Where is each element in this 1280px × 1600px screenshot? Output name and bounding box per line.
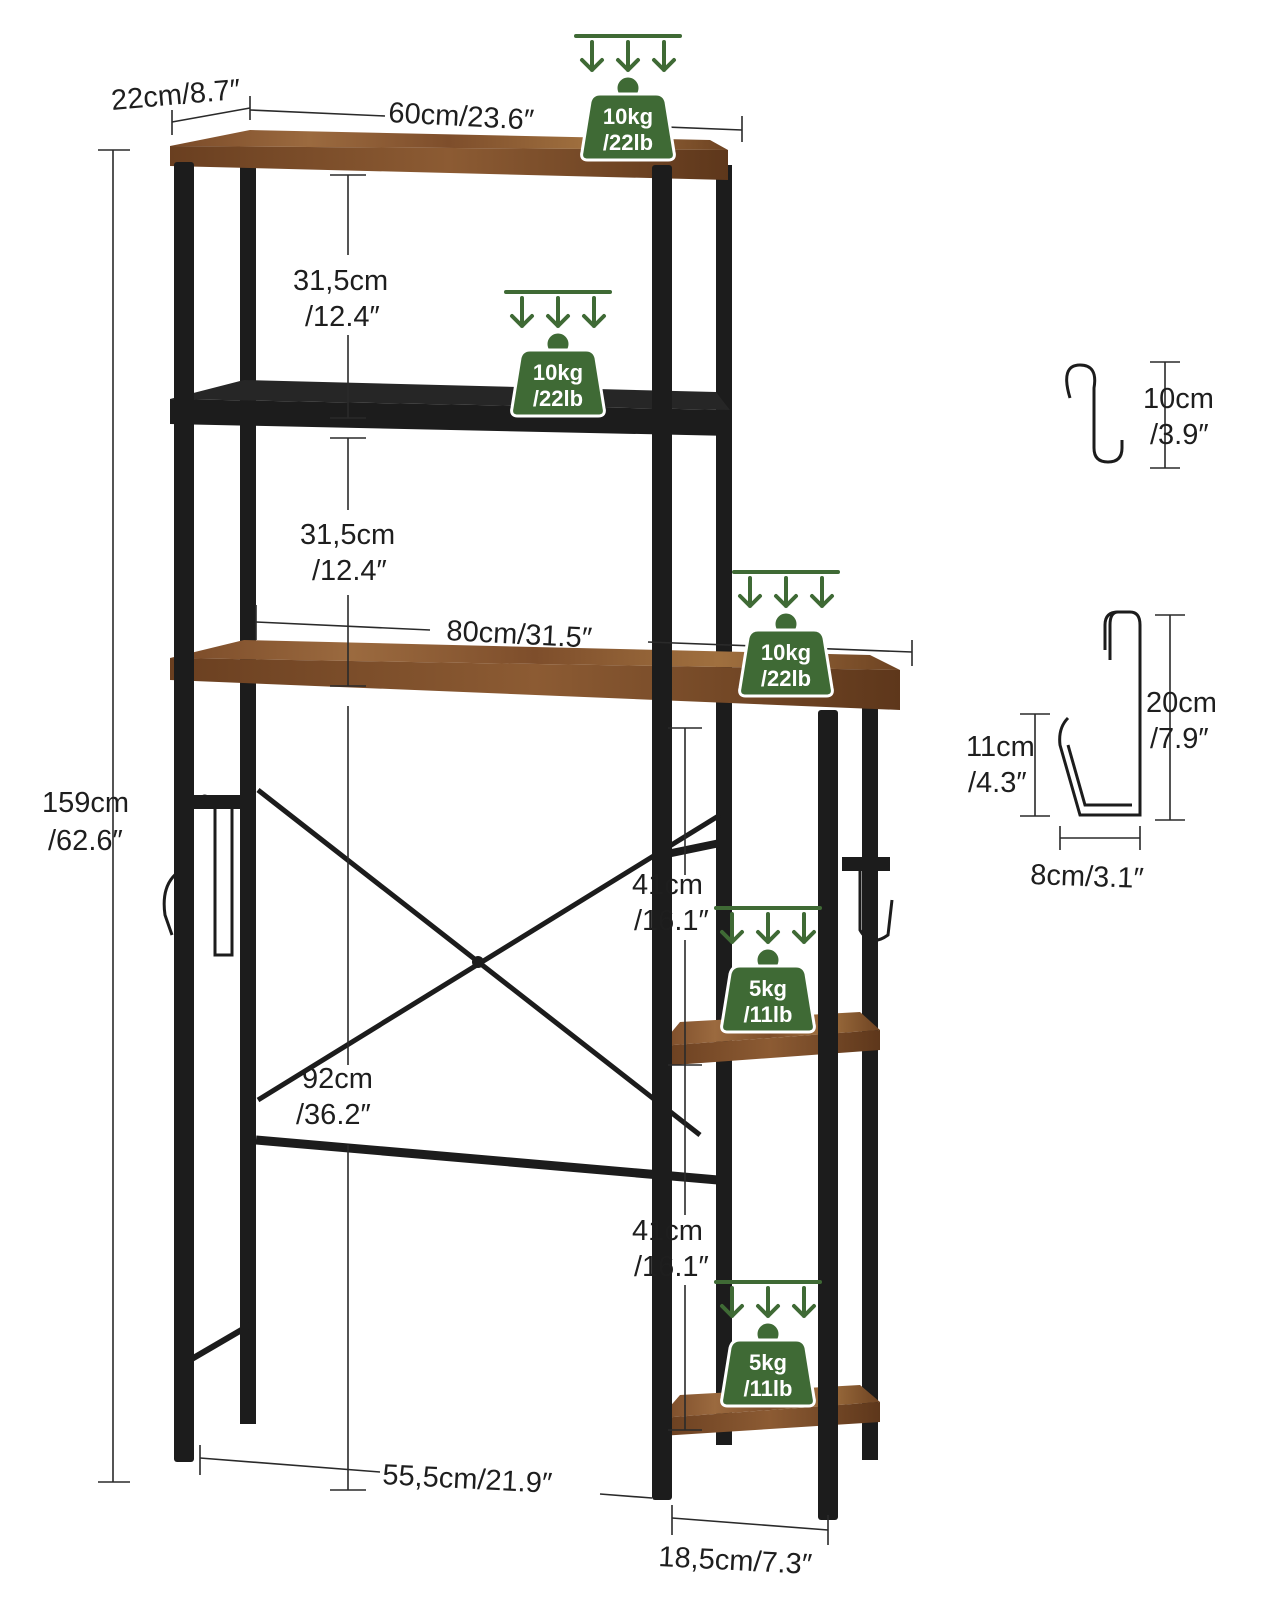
- down-arrow-icon: [756, 1286, 780, 1318]
- front-left-post: [174, 162, 194, 1462]
- depth-top-label: 22cm/8.7″: [110, 74, 242, 117]
- s-hook-icon: [1065, 363, 1124, 464]
- width-top-label: 60cm/23.6″: [388, 97, 535, 137]
- weight-icon: [738, 628, 834, 698]
- upper-gap-1-label: 31,5cm /12.4″: [293, 265, 396, 333]
- height-total-label: 159cm /62.6″: [42, 787, 137, 857]
- hanger-hook-icon: [1058, 610, 1142, 817]
- hanger-width-label: 8cm/3.1″: [1030, 859, 1144, 895]
- weight-icon: [720, 964, 816, 1034]
- s-hook-height-label: 10cm /3.9″: [1143, 383, 1222, 451]
- hanger-hook-detail: 20cm /7.9″ 11cm /4.3″ 8cm/3.1″: [966, 610, 1225, 895]
- dimension-lines: [98, 96, 913, 1545]
- upper-gap-2-label: 31,5cm /12.4″: [300, 519, 403, 587]
- down-arrow-icon: [774, 576, 798, 608]
- down-arrow-icon: [580, 40, 604, 72]
- load-badge-4: 5kg/11lb: [714, 906, 822, 1034]
- weight-icon: [720, 1338, 816, 1408]
- s-hook-detail: 10cm /3.9″: [1065, 361, 1222, 469]
- width-main-label: 80cm/31.5″: [446, 615, 593, 655]
- weight-icon: [510, 348, 606, 418]
- load-badge-weight-lb: /22lb: [761, 666, 811, 691]
- load-badge-weight: 10kg: [603, 104, 653, 129]
- weight-icon: [580, 92, 676, 162]
- down-arrow-icon: [616, 40, 640, 72]
- down-arrow-icon: [792, 912, 816, 944]
- down-arrow-icon: [720, 912, 744, 944]
- load-badge-1: 10kg/22lb: [574, 34, 682, 162]
- side-hook: [858, 870, 894, 942]
- hanger-height-label: 20cm /7.9″: [1146, 687, 1225, 755]
- main-shelf: [170, 640, 900, 670]
- load-badge-weight-lb: /22lb: [603, 130, 653, 155]
- load-badge-weight-lb: /11lb: [744, 1376, 793, 1401]
- down-arrow-icon: [792, 1286, 816, 1318]
- down-arrow-icon: [510, 296, 534, 328]
- load-badge-weight-lb: /11lb: [744, 1002, 793, 1027]
- load-badge-weight-lb: /22lb: [533, 386, 583, 411]
- down-arrow-icon: [652, 40, 676, 72]
- side-gap-1-label: 41cm /16.1″: [632, 869, 711, 937]
- load-badge-2: 10kg/22lb: [504, 290, 612, 418]
- down-arrow-icon: [738, 576, 762, 608]
- side-rear-post: [862, 700, 878, 1460]
- load-badge-3: 10kg/22lb: [732, 570, 840, 698]
- bottom-rail: [255, 1135, 719, 1185]
- down-arrow-icon: [756, 912, 780, 944]
- cross-bar-2: [256, 812, 722, 1103]
- load-badges: 10kg/22lb10kg/22lb10kg/22lb5kg/11lb5kg/1…: [504, 34, 840, 1408]
- shelf-unit: [162, 130, 900, 1520]
- cross-joint: [472, 956, 484, 968]
- down-arrow-icon: [720, 1286, 744, 1318]
- load-badge-weight: 10kg: [761, 640, 811, 665]
- side-rail-left: [188, 1322, 252, 1363]
- side-depth-label: 18,5cm/7.3″: [658, 1541, 813, 1581]
- side-hook-bar: [842, 857, 890, 871]
- inner-width-label: 55,5cm/21.9″: [382, 1459, 553, 1500]
- back-left-post: [240, 162, 256, 1424]
- down-arrow-icon: [546, 296, 570, 328]
- clearance-height-label: 92cm /36.2″: [296, 1063, 381, 1131]
- down-arrow-icon: [582, 296, 606, 328]
- load-badge-5: 5kg/11lb: [714, 1280, 822, 1408]
- side-gap-2-label: 41cm /16.1″: [632, 1215, 711, 1283]
- front-right-post: [652, 165, 672, 1500]
- left-hook-hanging: [198, 794, 234, 957]
- hanger-inner-height-label: 11cm /4.3″: [966, 731, 1043, 799]
- down-arrow-icon: [810, 576, 834, 608]
- left-hook-bar: [192, 795, 250, 809]
- load-badge-weight: 5kg: [749, 976, 787, 1001]
- load-badge-weight: 10kg: [533, 360, 583, 385]
- side-front-post: [818, 710, 838, 1520]
- back-right-post: [716, 165, 732, 1445]
- load-badge-weight: 5kg: [749, 1350, 787, 1375]
